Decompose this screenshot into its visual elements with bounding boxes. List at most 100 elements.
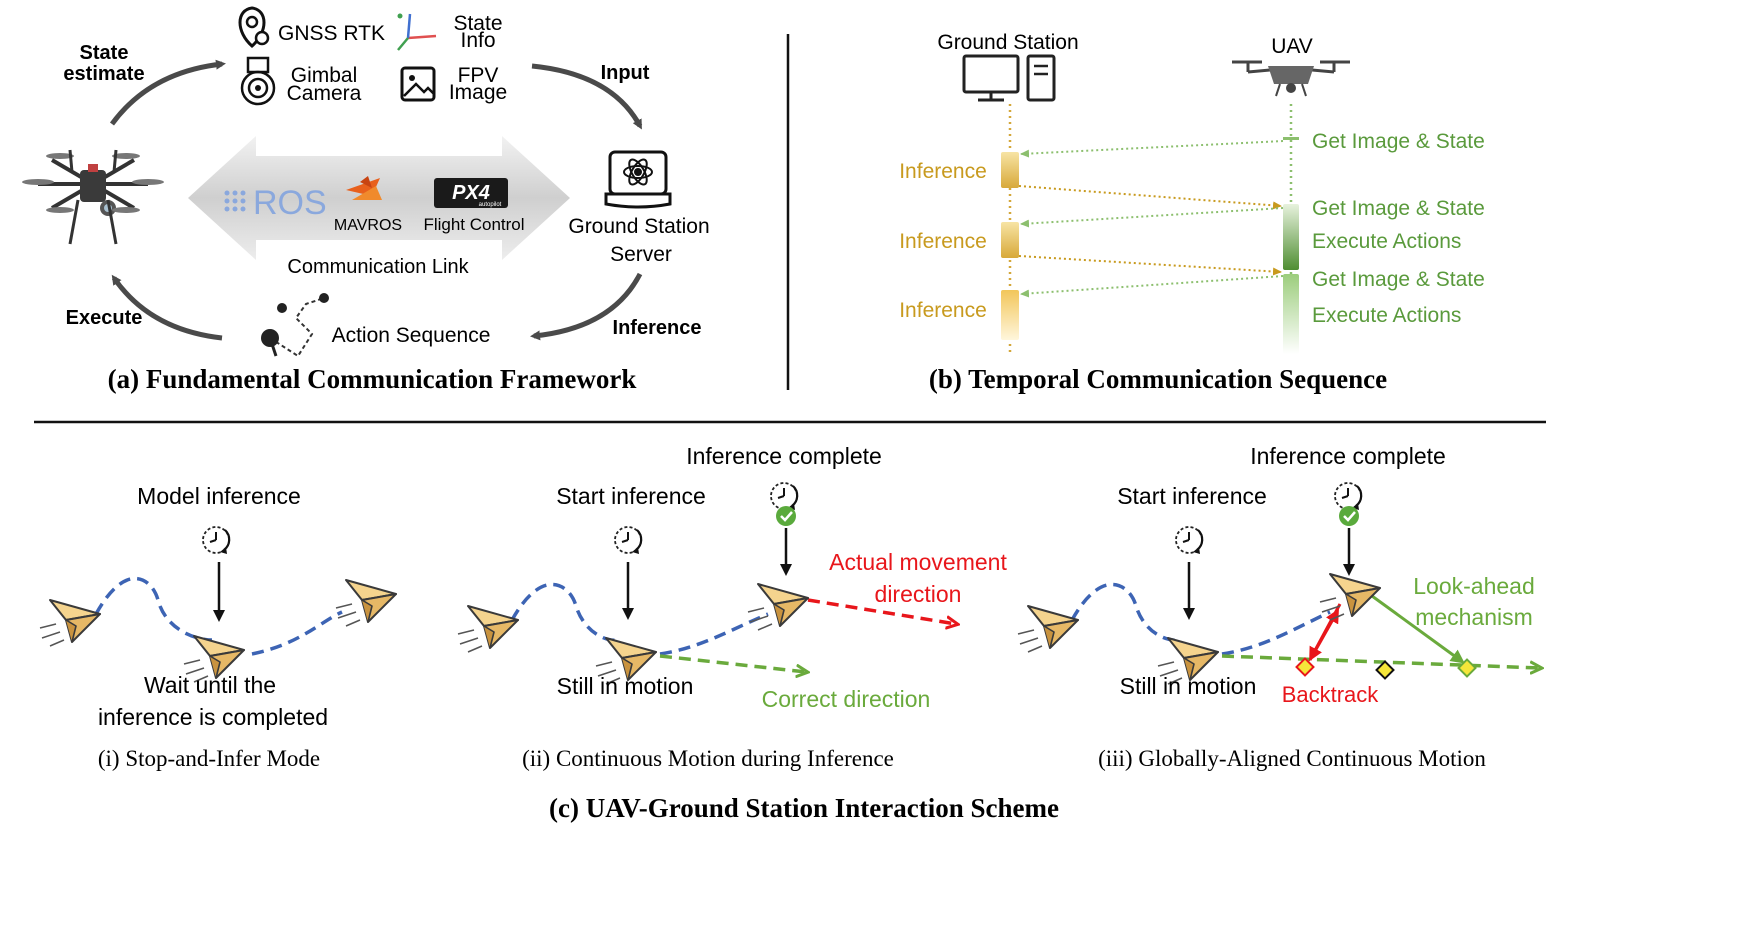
mavros-label: MAVROS [334, 217, 402, 234]
fpv-label: FPV [458, 64, 499, 87]
correct-direction-arrow [659, 654, 806, 672]
cycle-arrow-top-left [109, 59, 226, 126]
subpanel-ii-title: (ii) Continuous Motion during Inference [522, 746, 894, 771]
uav-label: UAV [1271, 35, 1313, 58]
inference-label: Inference [613, 317, 702, 339]
clock-icon-start-iii [1174, 525, 1204, 556]
start-inference-label-iii: Start inference [1117, 483, 1267, 509]
gimbal-camera-icon [240, 56, 276, 106]
uav-drone-icon [1232, 60, 1350, 97]
uav-activation-bar-2 [1283, 274, 1299, 354]
gs-activation-bar-1 [1001, 152, 1019, 188]
actual-direction-arrow [807, 598, 956, 624]
state-estimate-label: State [80, 42, 129, 64]
path-during-iii [1221, 610, 1331, 656]
gnss-pin-icon [238, 6, 270, 48]
clock-icon-start [613, 525, 643, 556]
ground-station-label: Ground Station [937, 31, 1078, 54]
plane-icon-iii-start [1017, 605, 1079, 653]
panel-a: State estimate Input Inference Execute G… [22, 6, 710, 394]
px4-logo-text: PX4 [452, 182, 490, 204]
waypoint-icon [1375, 660, 1395, 680]
inference-complete-label: Inference complete [686, 443, 882, 469]
gs-inference-label-2: Inference [899, 230, 987, 253]
path-during-ii [659, 612, 769, 656]
clock-icon-complete [769, 481, 799, 512]
lookahead-label-2: mechanism [1415, 604, 1533, 630]
path-after [251, 610, 343, 656]
gs-inference-label-1: Inference [899, 160, 987, 183]
cycle-arrow-bottom-right [530, 272, 643, 341]
px4-logo-subtext: autopilot [479, 202, 502, 208]
panel-b: Ground Station UAV [899, 31, 1485, 394]
message-image-to-gs-3 [1020, 275, 1284, 298]
lookahead-arrow [1371, 594, 1465, 664]
path-before-ii [510, 582, 619, 642]
wait-label-2: inference is completed [98, 704, 328, 730]
uav-execute-label-2: Execute Actions [1312, 304, 1461, 327]
wait-label: Wait until the [144, 672, 276, 698]
gimbal-label: Gimbal [291, 64, 358, 87]
action-sequence-label: Action Sequence [332, 324, 491, 347]
message-image-to-gs-1 [1020, 140, 1284, 158]
inference-complete-label-iii: Inference complete [1250, 443, 1446, 469]
ros-logo-text: ROS [253, 184, 327, 222]
ros-logo-icon [224, 190, 246, 212]
clock-icon-complete-iii [1333, 481, 1363, 512]
gs-server-label-2: Server [610, 243, 672, 266]
gs-activation-bar-3 [1001, 290, 1019, 340]
subpanel-i: Model inference Wait until the inference… [39, 483, 397, 771]
backtrack-label: Backtrack [1282, 682, 1380, 707]
uav-tick [1283, 137, 1299, 140]
actual-direction-label: Actual movement [829, 549, 1007, 575]
input-label: Input [601, 62, 650, 84]
uav-activation-bar-1 [1283, 204, 1299, 270]
image-icon [400, 66, 436, 102]
check-icon-iii [1339, 506, 1359, 526]
plane-icon-ii-end [747, 583, 809, 631]
fpv-label-2: Image [449, 81, 507, 104]
correct-direction-label: Correct direction [762, 686, 931, 712]
backtrack-arrow-reverse [1308, 608, 1339, 661]
plane-icon-ii-start [457, 605, 519, 653]
cycle-arrow-bottom-left [111, 274, 223, 341]
execute-label: Execute [66, 307, 143, 329]
uav-get-image-label-3: Get Image & State [1312, 268, 1485, 291]
clock-icon [201, 525, 231, 556]
plane-icon-start [39, 599, 101, 647]
panel-b-caption: (b) Temporal Communication Sequence [929, 364, 1387, 394]
communication-link-label: Communication Link [287, 256, 469, 278]
path-before [94, 576, 213, 642]
model-inference-label: Model inference [137, 483, 301, 509]
server-laptop-icon [604, 150, 672, 209]
subpanel-iii: Inference complete Start inference Look-… [1017, 443, 1540, 771]
lookahead-waypoint-icon [1457, 658, 1477, 678]
panel-c: Model inference Wait until the inference… [39, 443, 1540, 823]
axes-icon [397, 13, 437, 51]
state-info-label: State [453, 12, 502, 35]
message-image-to-gs-2 [1020, 207, 1284, 228]
state-info-label-2: Info [460, 29, 495, 52]
path-before-iii [1070, 582, 1181, 642]
gs-activation-bar-2 [1001, 222, 1019, 258]
cycle-arrow-top-right [531, 63, 643, 130]
subpanel-iii-title: (iii) Globally-Aligned Continuous Motion [1098, 746, 1486, 771]
lookahead-label: Look-ahead [1413, 573, 1535, 599]
global-path-arrow [1221, 654, 1540, 668]
check-icon [776, 506, 796, 526]
subpanel-ii: Inference complete Start inference Actua… [457, 443, 1007, 771]
message-actions-to-uav-1 [1018, 185, 1282, 210]
action-path-icon [261, 293, 329, 358]
still-in-motion-label-iii: Still in motion [1120, 673, 1257, 699]
subpanel-i-title: (i) Stop-and-Infer Mode [98, 746, 320, 771]
flight-control-label: Flight Control [423, 215, 524, 234]
gimbal-label-2: Camera [287, 82, 362, 105]
desktop-computer-icon [962, 54, 1056, 102]
drone-image-icon [22, 149, 164, 245]
gs-inference-label-3: Inference [899, 299, 987, 322]
gs-server-label: Ground Station [568, 215, 709, 238]
panel-a-caption: (a) Fundamental Communication Framework [108, 364, 637, 394]
mavros-logo-icon [346, 176, 382, 200]
message-actions-to-uav-2 [1018, 255, 1282, 276]
